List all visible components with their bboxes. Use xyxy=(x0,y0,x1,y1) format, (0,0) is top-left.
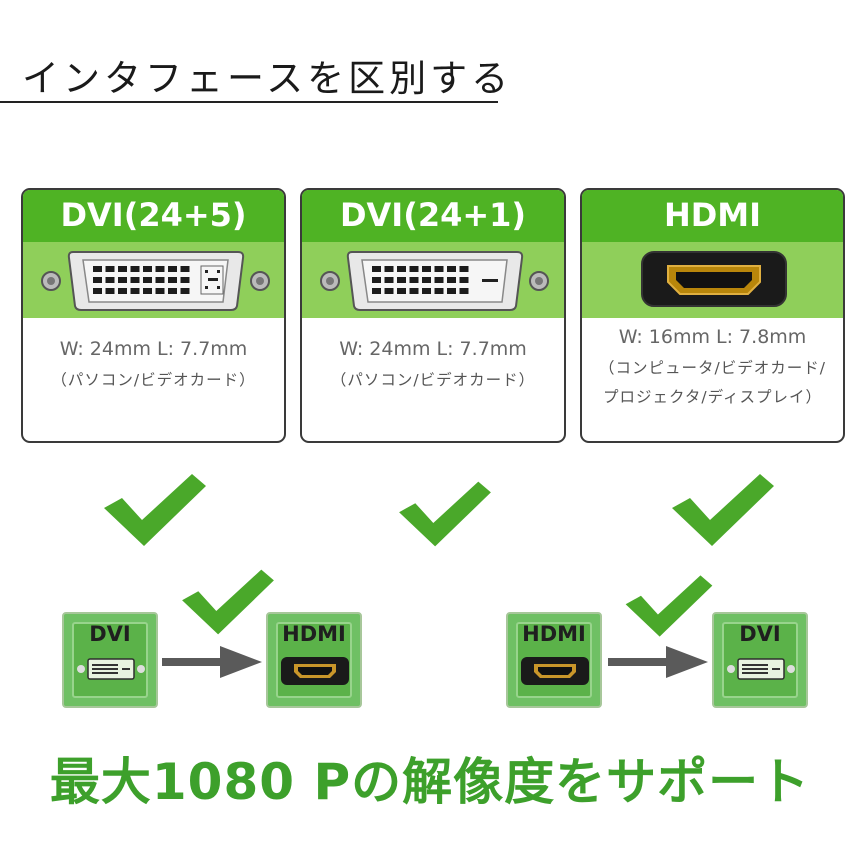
card-title: DVI(24+5) xyxy=(60,196,247,234)
dvi-pin xyxy=(434,266,444,272)
dvi-pin xyxy=(409,266,419,272)
check-icon xyxy=(182,569,274,635)
page-title: インタフェースを区別する xyxy=(22,57,513,100)
hdmi-port-icon xyxy=(281,657,349,685)
card-usage: （パソコン/ビデオカード） xyxy=(330,371,536,389)
card-dimensions: W: 24mm L: 7.7mm xyxy=(339,338,527,360)
card-dimensions: W: 16mm L: 7.8mm xyxy=(618,326,807,348)
dvi-pin xyxy=(180,277,190,283)
dvi-pin xyxy=(143,277,152,283)
card-body: W: 24mm L: 7.7mm （パソコン/ビデオカード） xyxy=(302,318,564,441)
dvi-pin xyxy=(130,266,140,272)
dvi-pin xyxy=(93,288,102,294)
dvi-pin xyxy=(180,288,190,294)
dvi-pin xyxy=(180,266,190,272)
dvi-pin xyxy=(434,277,444,283)
dvi-pin xyxy=(155,277,165,283)
dvi-pin xyxy=(384,277,394,283)
dvi-pin xyxy=(168,266,177,272)
card-body: W: 16mm L: 7.8mm （コンピュータ/ビデオカード/ プロジェクタ/… xyxy=(582,318,843,441)
dvi-port-icon xyxy=(41,251,270,311)
dvi-pin xyxy=(409,277,419,283)
card-usage: （コンピュータ/ビデオカード/ プロジェクタ/ディスプレイ） xyxy=(599,359,826,406)
hdmi-port-icon xyxy=(521,657,589,685)
hdmi-port-icon xyxy=(641,251,787,307)
dvi-pin xyxy=(384,288,394,294)
card-header: HDMI xyxy=(582,190,843,318)
dvi-pin xyxy=(384,266,394,272)
dvi-pin xyxy=(105,266,115,272)
dvi-pin xyxy=(105,277,115,283)
dvi-pin xyxy=(397,266,406,272)
dvi-pin xyxy=(372,266,381,272)
tile-dvi-target: DVI xyxy=(712,612,808,708)
check-icon xyxy=(399,481,491,547)
arrow-right-icon xyxy=(608,646,708,678)
card-dvi-24-1: DVI(24+1) W: 24mm L: 7.7mm （パソコン/ビデオカード） xyxy=(300,188,566,443)
resolution-slogan: 最大1080 Pの解像度をサポート xyxy=(49,753,811,811)
dvi-port-icon xyxy=(77,658,145,680)
dvi-port-icon xyxy=(727,658,795,680)
dvi-pin xyxy=(118,288,127,294)
dvi-pin xyxy=(143,266,152,272)
card-header: DVI(24+1) xyxy=(302,190,564,318)
dvi-pin xyxy=(118,277,127,283)
card-dimensions: W: 24mm L: 7.7mm xyxy=(59,338,248,360)
dvi-pin xyxy=(422,266,431,272)
dvi-pin xyxy=(459,277,469,283)
dvi-port-icon xyxy=(320,251,549,311)
dvi-pin xyxy=(409,288,419,294)
dvi-pin xyxy=(459,288,469,294)
dvi-pin xyxy=(397,288,406,294)
check-icon xyxy=(672,474,774,546)
tile-hdmi-source: HDMI xyxy=(506,612,602,708)
dvi-pin xyxy=(422,288,431,294)
dvi-pin xyxy=(372,277,381,283)
dvi-pin xyxy=(372,288,381,294)
card-usage: （パソコン/ビデオカード） xyxy=(51,371,256,389)
check-icon xyxy=(104,474,206,546)
dvi-pin xyxy=(155,288,165,294)
dvi-pin xyxy=(143,288,152,294)
dvi-pin xyxy=(93,266,102,272)
dvi-pin xyxy=(130,288,140,294)
dvi-pin xyxy=(168,288,177,294)
dvi-pin xyxy=(130,277,140,283)
card-title: DVI(24+1) xyxy=(339,196,527,234)
dvi-pin xyxy=(434,288,444,294)
tile-hdmi-target: HDMI xyxy=(266,612,362,708)
arrow-right-icon xyxy=(162,646,262,678)
title-underline xyxy=(0,101,498,103)
dvi-pin xyxy=(155,266,165,272)
dvi-pin xyxy=(93,277,102,283)
tile-label: HDMI xyxy=(282,622,346,646)
dvi-pin xyxy=(397,277,406,283)
tile-label: HDMI xyxy=(522,622,586,646)
card-header: DVI(24+5) xyxy=(23,190,284,318)
dvi-pin xyxy=(459,266,469,272)
dvi-pin xyxy=(168,277,177,283)
dvi-pin xyxy=(105,288,115,294)
card-body: W: 24mm L: 7.7mm （パソコン/ビデオカード） xyxy=(23,318,284,441)
card-dvi-24-5: DVI(24+5) W: 24mm L: 7.7mm （パソコン/ビデオカード） xyxy=(21,188,286,443)
tile-dvi-source: DVI xyxy=(62,612,158,708)
tile-label: DVI xyxy=(739,622,781,646)
dvi-pin xyxy=(422,277,431,283)
card-hdmi: HDMI W: 16mm L: 7.8mm （コンピュータ/ビデオカード/ プロ… xyxy=(580,188,845,443)
tile-label: DVI xyxy=(89,622,131,646)
card-title: HDMI xyxy=(663,196,762,234)
dvi-pin xyxy=(447,277,456,283)
dvi-pin xyxy=(447,288,456,294)
dvi-pin xyxy=(118,266,127,272)
check-icon xyxy=(625,575,713,637)
dvi-pin xyxy=(447,266,456,272)
